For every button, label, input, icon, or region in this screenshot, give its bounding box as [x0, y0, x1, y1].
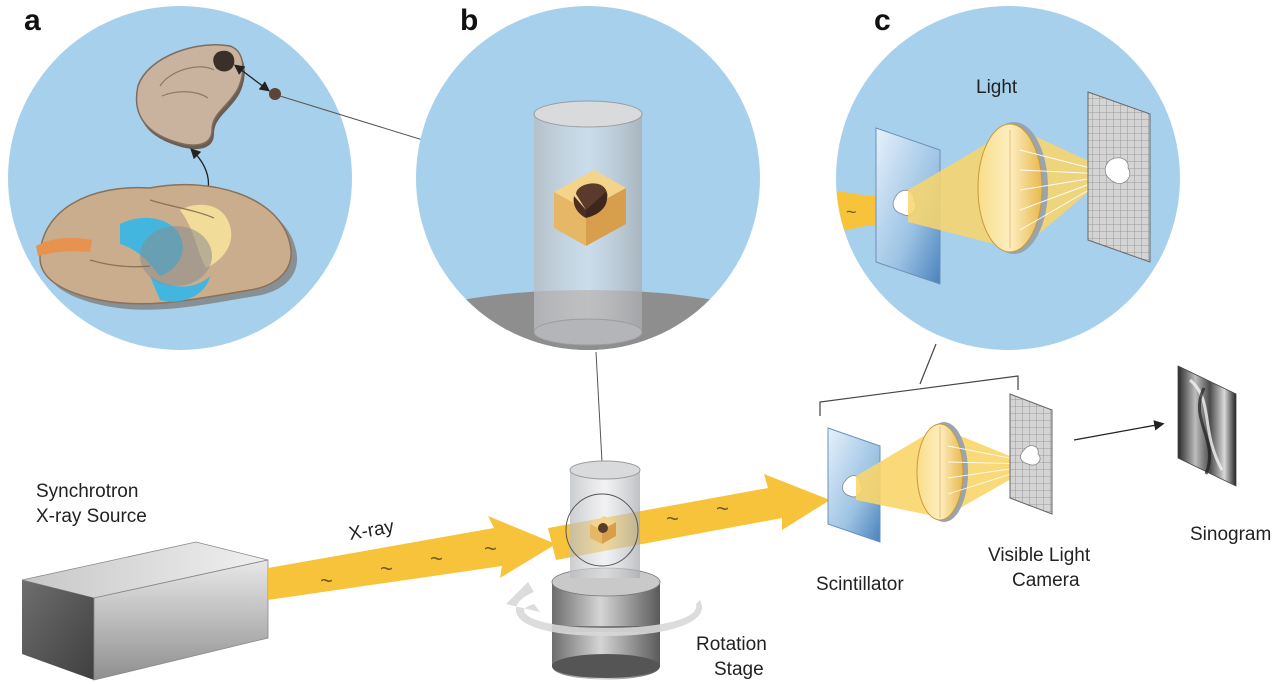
detector-bracket: [819, 343, 1019, 416]
panel-c-letter: c: [874, 4, 891, 37]
whole-brain: [36, 183, 298, 310]
xray-wave-icons: ~ ~ ~ ~: [320, 536, 497, 593]
sinogram-label: Sinogram: [1190, 524, 1271, 545]
svg-text:~: ~: [666, 506, 679, 531]
sinogram-arrow: [1073, 420, 1165, 441]
camera-lens: [916, 422, 968, 522]
camera-label-line1: Visible Light: [988, 545, 1091, 566]
rotation-arrow-icon: [506, 582, 703, 636]
stage-label-line2: Stage: [714, 659, 764, 680]
panel-c-wave-icon: ~: [846, 202, 857, 222]
xray-source-box: [21, 541, 269, 681]
sample-cube: [554, 170, 626, 246]
brain-slice: [135, 44, 245, 150]
xray-beam: [268, 516, 556, 600]
rotation-stage: [551, 567, 661, 680]
panel-b: b: [416, 4, 760, 350]
svg-text:~: ~: [430, 546, 443, 571]
light-label: Light: [976, 77, 1018, 98]
stage-sample-tube: [565, 460, 641, 578]
transmitted-wave-icons: ~ ~: [666, 496, 729, 531]
svg-text:~: ~: [484, 536, 497, 561]
panel-c-lens: [977, 122, 1048, 254]
light-cone-left: [856, 430, 934, 516]
brain-sample-punch: [269, 88, 281, 100]
svg-text:~: ~: [380, 556, 393, 581]
xray-beam-label: X-ray: [347, 516, 396, 545]
svg-text:~: ~: [320, 568, 333, 593]
light-cone-right: [946, 430, 1034, 516]
panel-c: ~ Light c: [836, 4, 1180, 350]
panel-a: a: [8, 4, 352, 350]
sinogram-image: [1177, 365, 1237, 487]
zoom-line-b-stage: [595, 351, 603, 463]
panel-b-letter: b: [460, 4, 478, 37]
scintillator-label: Scintillator: [816, 574, 904, 595]
panel-a-letter: a: [24, 4, 41, 37]
source-label-line1: Synchrotron: [36, 481, 138, 502]
svg-text:~: ~: [716, 496, 729, 521]
stage-label-line1: Rotation: [696, 634, 767, 655]
source-label-line2: X-ray Source: [36, 506, 147, 527]
camera-label-line2: Camera: [1012, 570, 1080, 591]
